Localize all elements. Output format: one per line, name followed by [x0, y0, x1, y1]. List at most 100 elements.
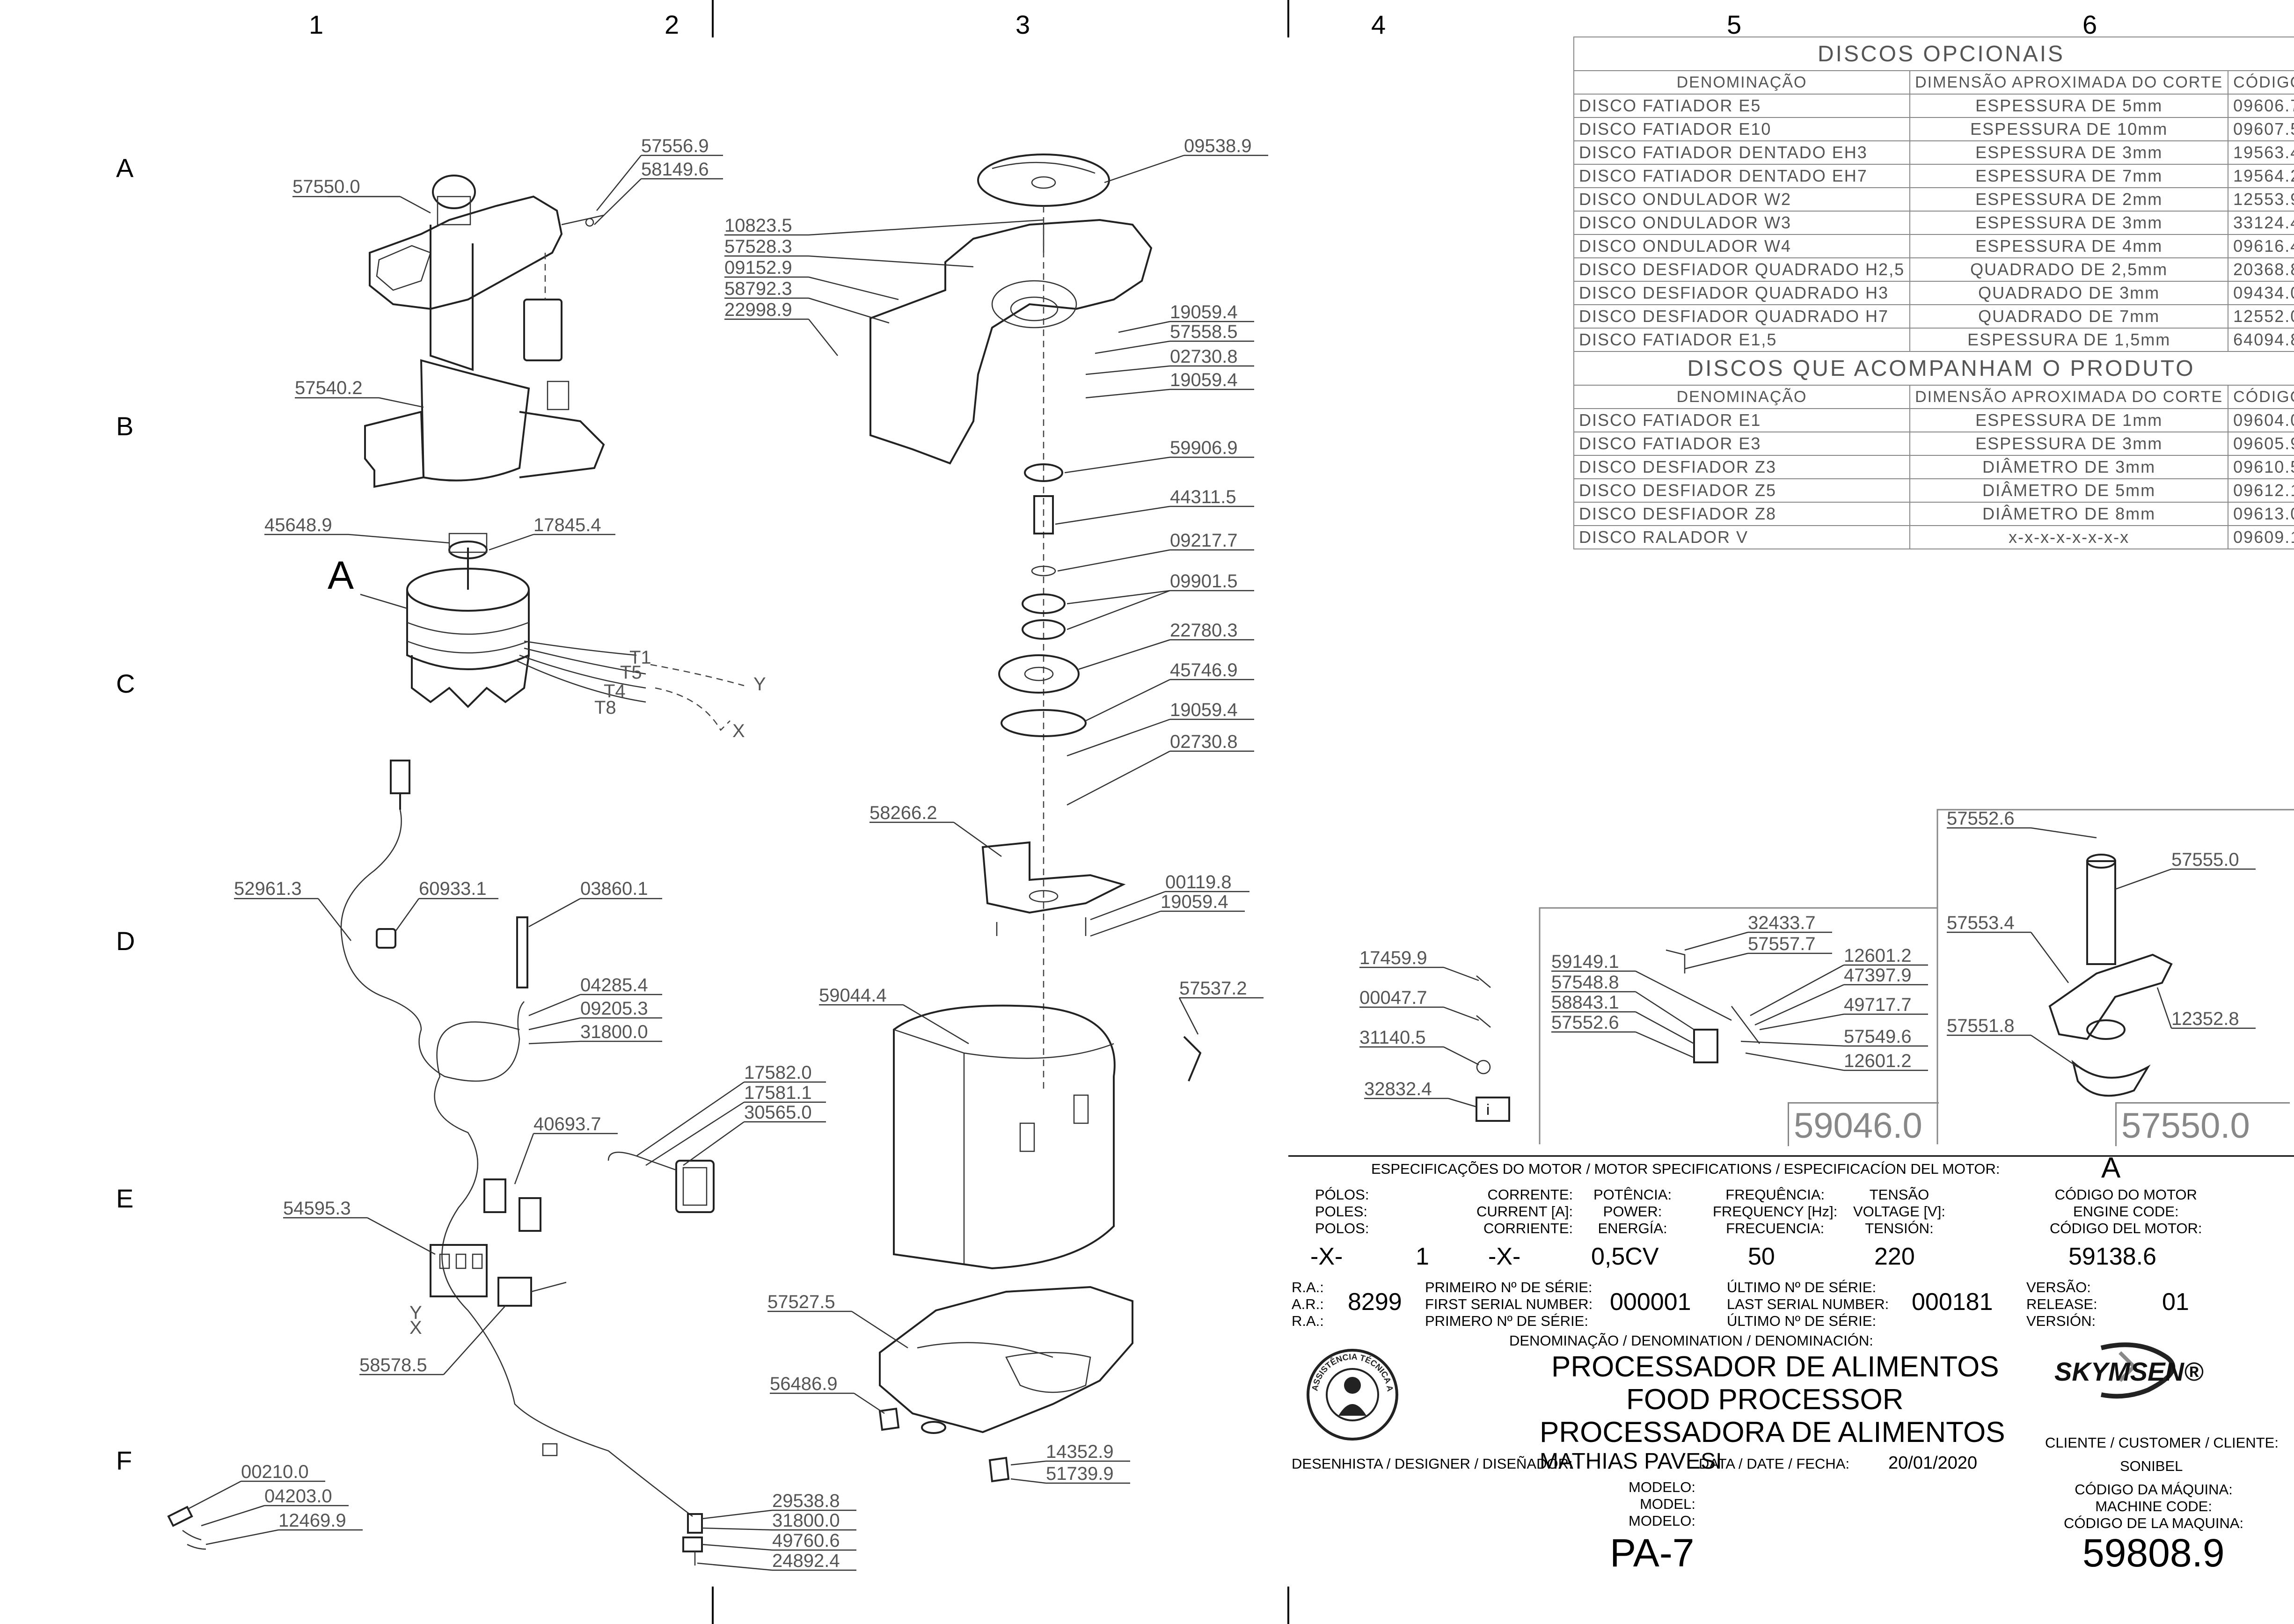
label-47397-9: 47397.9 — [1844, 965, 1912, 986]
included-discs-caption: DISCOS QUE ACOMPANHAM O PRODUTO — [1573, 351, 2294, 386]
label-31800-0-a: 31800.0 — [580, 1022, 648, 1042]
wire-t4: T4 — [604, 681, 626, 702]
label-58843-1: 58843.1 — [1551, 992, 1619, 1013]
label-02730-8-a: 02730.8 — [1170, 346, 1238, 367]
designer-label: DESENHISTA / DESIGNER / DISEÑADOR: — [1292, 1456, 1573, 1472]
date-value: 20/01/2020 — [1888, 1453, 1978, 1473]
screws-f1 — [167, 1506, 206, 1550]
label-12601-2-a: 12601.2 — [1844, 945, 1912, 966]
customer-value: SONIBEL — [2120, 1458, 2183, 1474]
optional-discs-caption: DISCOS OPCIONAIS — [1573, 37, 2294, 71]
bottom-tray — [879, 1286, 1133, 1434]
label-02730-8-b: 02730.8 — [1170, 732, 1238, 752]
ra-label: R.A.: A.R.: R.A.: — [1292, 1279, 1324, 1329]
label-10823-5: 10823.5 — [724, 215, 792, 236]
label-54595-3: 54595.3 — [283, 1198, 351, 1219]
grid-col-4: 4 — [1371, 10, 1386, 39]
label-57556-9: 57556.9 — [641, 136, 709, 156]
label-57552-6-a: 57552.6 — [1551, 1012, 1619, 1033]
label-57557-7: 57557.7 — [1748, 934, 1816, 954]
product-name-en: FOOD PROCESSOR — [1626, 1383, 1904, 1416]
subassembly-number-59046: 59046.0 — [1788, 1102, 1939, 1146]
label-59906-9: 59906.9 — [1170, 438, 1238, 458]
first-serial-value: 000001 — [1610, 1288, 1691, 1316]
label-49717-7: 49717.7 — [1844, 995, 1912, 1015]
wire-y-bottom: Y — [409, 1302, 422, 1323]
label-19059-4-c: 19059.4 — [1170, 700, 1238, 720]
label-57555-0: 57555.0 — [2171, 849, 2239, 870]
grid-col-5: 5 — [1727, 10, 1741, 39]
label-14352-9: 14352.9 — [1046, 1441, 1114, 1462]
motor-letter: A — [328, 553, 354, 597]
current-value: -X- — [1488, 1243, 1521, 1270]
denomination-label: DENOMINAÇÃO / DENOMINATION / DENOMINACIÓ… — [1509, 1332, 1873, 1349]
col-code: CÓDIGO — [2228, 70, 2294, 95]
col-denomination: DENOMINAÇÃO — [1573, 70, 1911, 95]
label-57548-8: 57548.8 — [1551, 972, 1619, 993]
subassembly-59046 — [1666, 949, 1760, 1063]
label-59044-4: 59044.4 — [819, 985, 887, 1006]
wire-x-bottom: X — [409, 1317, 422, 1338]
frequency-value: 50 — [1748, 1243, 1775, 1270]
label-58578-5: 58578.5 — [359, 1355, 427, 1375]
shaft-stack — [998, 463, 1087, 737]
product-name-pt: PROCESSADOR DE ALIMENTOS — [1551, 1351, 1999, 1383]
grid-row-e: E — [116, 1184, 133, 1213]
grid-row-c: C — [116, 669, 135, 698]
label-31140-5: 31140.5 — [1359, 1027, 1426, 1048]
wire-x-top: X — [732, 721, 745, 741]
grid-row-f: F — [116, 1446, 132, 1475]
label-00119-8: 00119.8 — [1165, 872, 1232, 892]
label-24892-4: 24892.4 — [772, 1551, 840, 1571]
label-57553-4: 57553.4 — [1947, 913, 2015, 933]
cover-shield — [364, 359, 605, 488]
grid-row-b: B — [116, 411, 133, 441]
col-dimension-2: DIMENSÃO APROXIMADA DO CORTE — [1909, 385, 2229, 409]
motor-code-label: CÓDIGO DO MOTOR ENGINE CODE: CÓDIGO DEL … — [2050, 1186, 2202, 1236]
subassembly-57550 — [2048, 854, 2173, 1097]
frequency-label: FREQUÊNCIA: FREQUENCY [Hz]: FRECUENCIA: — [1713, 1186, 1838, 1236]
date-label: DATA / DATE / FECHA: — [1699, 1456, 1850, 1472]
model-label: MODELO: MODEL: MODELO: — [1629, 1479, 1695, 1529]
label-49760-6: 49760.6 — [772, 1530, 840, 1551]
wire-t1: T1 — [629, 647, 651, 668]
label-00047-7: 00047.7 — [1359, 988, 1427, 1008]
label-17845-4: 17845.4 — [533, 515, 601, 535]
machine-code-value: 59808.9 — [2082, 1531, 2225, 1575]
slicing-disc — [977, 154, 1110, 207]
label-19059-4-b: 19059.4 — [1170, 370, 1238, 390]
label-58149-6: 58149.6 — [641, 159, 709, 180]
label-57550-0: 57550.0 — [292, 176, 360, 197]
phase-value: 1 — [1416, 1243, 1429, 1270]
wire-t5: T5 — [620, 662, 642, 683]
voltage-value: 220 — [1874, 1243, 1915, 1270]
assistencia-stamp-logo: ASSISTÊNCIA TÉCNICA AUTORIZADA — [1303, 1346, 1398, 1441]
label-32433-7: 32433.7 — [1748, 913, 1816, 933]
label-17582-0: 17582.0 — [744, 1062, 812, 1083]
subassembly-number-57550: 57550.0 — [2115, 1102, 2290, 1146]
label-52961-3: 52961.3 — [234, 878, 302, 899]
label-03860-1: 03860.1 — [580, 878, 648, 899]
customer-label: CLIENTE / CUSTOMER / CLIENTE: — [2045, 1434, 2279, 1451]
motor-spec-letter: A — [2101, 1152, 2121, 1184]
label-57558-5: 57558.5 — [1170, 322, 1238, 342]
label-45648-9: 45648.9 — [264, 515, 332, 535]
label-45746-9: 45746.9 — [1170, 660, 1238, 680]
label-51739-9: 51739.9 — [1046, 1463, 1114, 1484]
small-parts-col4: i — [1476, 975, 1510, 1122]
power-cord — [340, 760, 693, 1517]
motor-bracket — [981, 841, 1126, 936]
col-code-2: CÓDIGO — [2228, 385, 2294, 409]
label-58266-2: 58266.2 — [869, 803, 937, 823]
grid-row-a: A — [116, 153, 134, 183]
feet — [878, 1407, 1010, 1483]
label-57549-6: 57549.6 — [1844, 1026, 1912, 1047]
poles-value: -X- — [1310, 1243, 1343, 1270]
